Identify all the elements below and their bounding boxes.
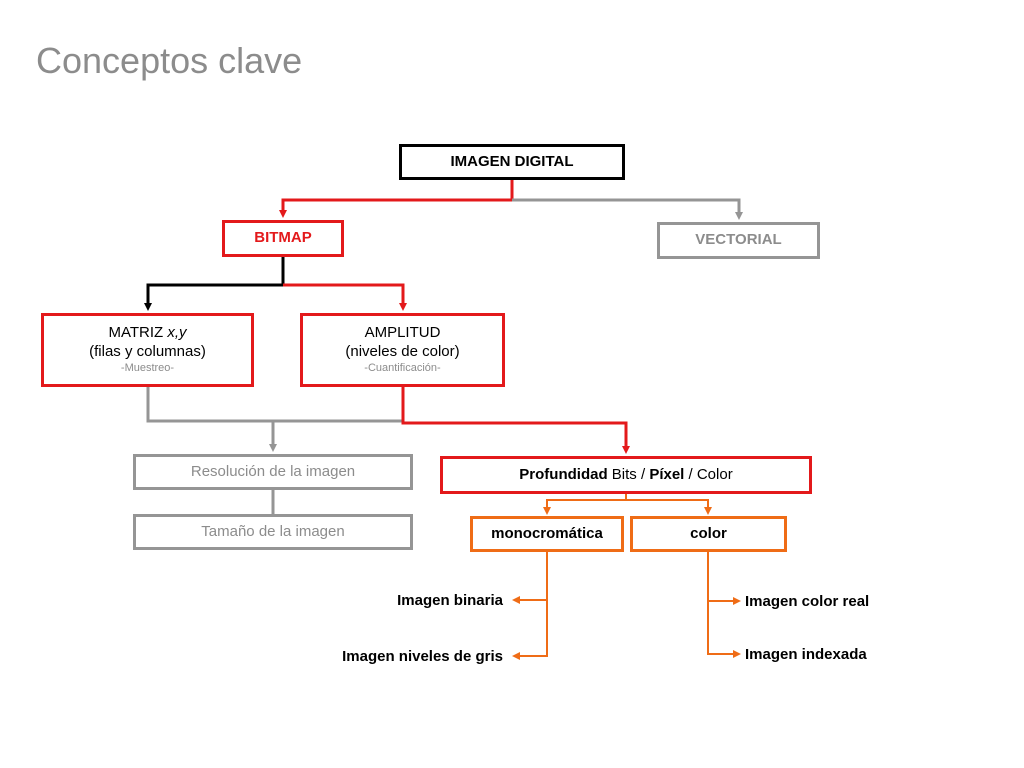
node-vectorial: VECTORIAL	[657, 222, 820, 259]
link-bitmap-amplitud	[283, 283, 407, 311]
link-amplitud-profundidad	[401, 387, 630, 454]
node-matriz: MATRIZ x,y (filas y columnas) -Muestreo-	[41, 313, 254, 387]
node-amplitud: AMPLITUD (niveles de color) -Cuantificac…	[300, 313, 505, 387]
node-resolucion: Resolución de la imagen	[133, 454, 413, 490]
leaf-imagen-binaria: Imagen binaria	[397, 592, 503, 609]
link-color-real	[707, 552, 741, 605]
link-color-indexada	[707, 601, 741, 658]
node-imagen-digital: IMAGEN DIGITAL	[399, 144, 625, 180]
link-mono-grises	[512, 600, 548, 660]
leaf-imagen-indexada: Imagen indexada	[745, 646, 867, 663]
leaf-imagen-color-real: Imagen color real	[745, 593, 870, 610]
link-mono-binaria	[512, 552, 548, 604]
leaf-imagen-niveles-gris: Imagen niveles de gris	[342, 648, 503, 665]
node-color: color	[630, 516, 787, 552]
link-bitmap-matriz	[144, 257, 285, 311]
link-to-resolucion	[146, 387, 403, 423]
link-digital-bitmap	[279, 180, 514, 218]
page-title: Conceptos clave	[36, 40, 303, 81]
node-monocromatica: monocromática	[470, 516, 624, 552]
link-digital-vectorial	[512, 198, 743, 220]
link-profundidad-color	[626, 499, 712, 515]
node-profundidad: Profundidad Bits / Píxel / Color	[440, 456, 812, 494]
node-bitmap: BITMAP	[222, 220, 344, 257]
node-tamano: Tamaño de la imagen	[133, 514, 413, 550]
link-profundidad-mono	[543, 494, 627, 515]
